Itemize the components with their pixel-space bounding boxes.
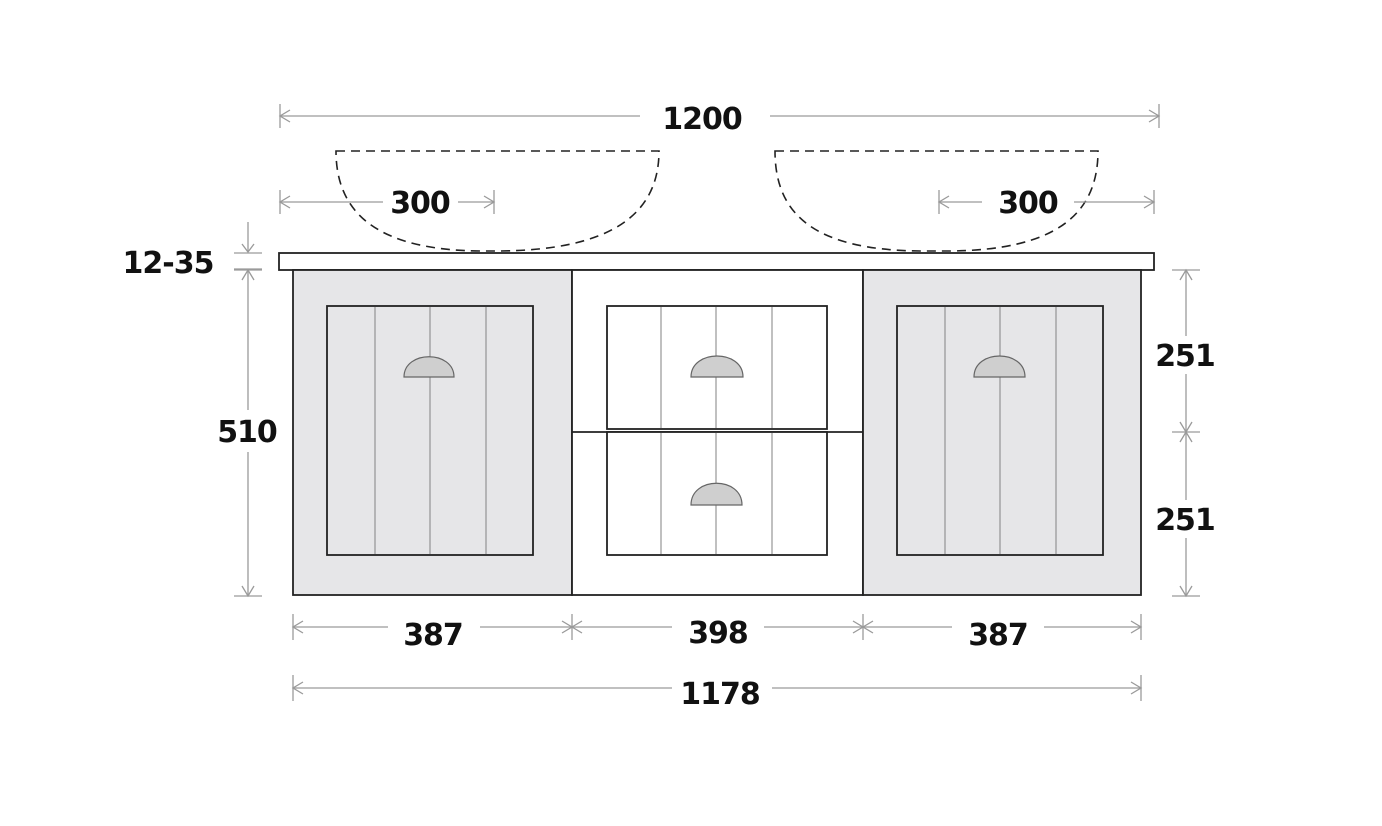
label-cabinet-width: 1178 [680, 677, 760, 712]
bottom-drawer [606, 431, 828, 556]
label-right-door-width: 387 [968, 618, 1028, 653]
label-top-thickness: 12-35 [123, 246, 214, 281]
basin-left-outline [335, 150, 660, 252]
basin-right-outline [774, 150, 1099, 252]
label-center-drawer-width: 398 [688, 616, 748, 651]
dimension-top-thickness: 12-35 [123, 222, 262, 281]
dimension-cabinet-height: 510 [217, 268, 278, 598]
countertop [278, 252, 1155, 271]
dimension-overall-width: 1200 [278, 102, 1161, 137]
dimension-section-widths: 387 398 387 [291, 614, 1143, 653]
label-drawer-top-height: 251 [1155, 339, 1215, 374]
dimension-drawer-heights: 251 251 [1155, 268, 1216, 598]
left-door [326, 305, 534, 556]
dimension-basin-left-offset: 300 [278, 186, 496, 221]
left-door-handle-icon [403, 356, 455, 378]
right-door-handle-icon [973, 355, 1026, 378]
label-cabinet-height: 510 [217, 415, 277, 450]
label-overall-width: 1200 [662, 102, 742, 137]
label-drawer-bottom-height: 251 [1155, 503, 1215, 538]
right-door [896, 305, 1104, 556]
dimension-basin-right-offset: 300 [937, 186, 1156, 221]
label-basin-left-offset: 300 [390, 186, 450, 221]
top-drawer [606, 305, 828, 430]
label-left-door-width: 387 [403, 618, 463, 653]
bottom-drawer-handle-icon [690, 482, 743, 506]
dimension-cabinet-width: 1178 [291, 675, 1143, 712]
label-basin-right-offset: 300 [998, 186, 1058, 221]
top-drawer-handle-icon [690, 355, 744, 378]
